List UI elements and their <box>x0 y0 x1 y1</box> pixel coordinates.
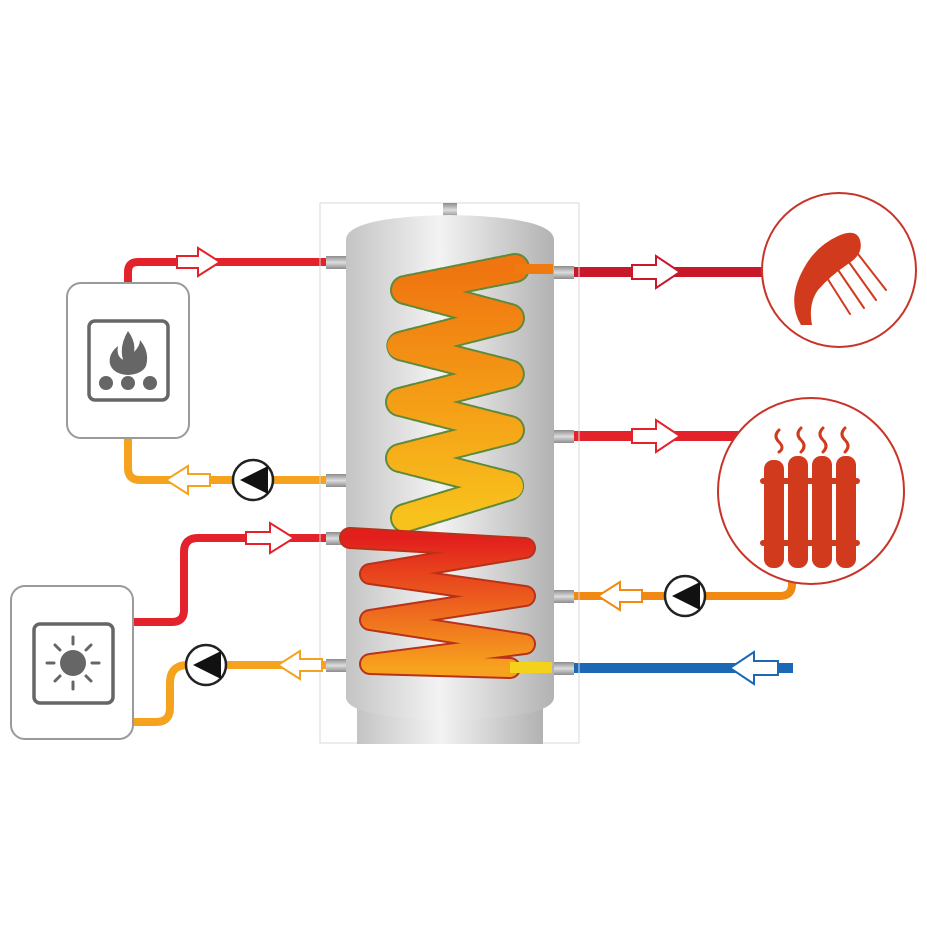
solar-supply-pipe <box>129 534 334 626</box>
flow-arrows <box>164 246 779 686</box>
cold-water-arrow <box>728 650 779 686</box>
storage-tank <box>319 202 580 744</box>
boiler-supply-pipe <box>124 258 334 290</box>
solar-unit <box>10 585 134 740</box>
heating-return-arrow <box>596 580 643 612</box>
tank-top-nipple <box>443 203 457 217</box>
radiator-icon <box>760 456 860 568</box>
pump-icon <box>672 582 700 610</box>
pump-icon <box>193 651 221 679</box>
boiler-supply-arrow <box>176 246 222 278</box>
fire-logs-icon <box>99 331 157 390</box>
boiler-pump <box>231 458 275 502</box>
boiler-return-pipe <box>124 434 334 484</box>
solar-return-pipe <box>129 661 334 726</box>
solar-supply-arrow <box>245 521 296 555</box>
radiator-consumer <box>717 397 905 585</box>
boiler-return-arrow <box>164 464 211 496</box>
heating-return-pipe <box>564 570 796 600</box>
hot-water-arrow <box>631 254 682 290</box>
shower-head-icon <box>794 232 887 325</box>
boiler-unit <box>66 282 190 439</box>
pump-icon <box>240 466 268 494</box>
heat-waves-icon <box>774 426 850 454</box>
shower-consumer <box>761 192 917 348</box>
sun-icon <box>45 635 101 691</box>
heating-pump <box>663 574 707 618</box>
solar-return-arrow <box>276 649 323 681</box>
heating-flow-arrow <box>631 418 682 454</box>
pumps <box>184 458 707 687</box>
solar-pump <box>184 643 228 687</box>
solar-heat-exchanger-coil <box>339 527 552 679</box>
boiler-heat-exchanger-coil <box>385 253 553 533</box>
